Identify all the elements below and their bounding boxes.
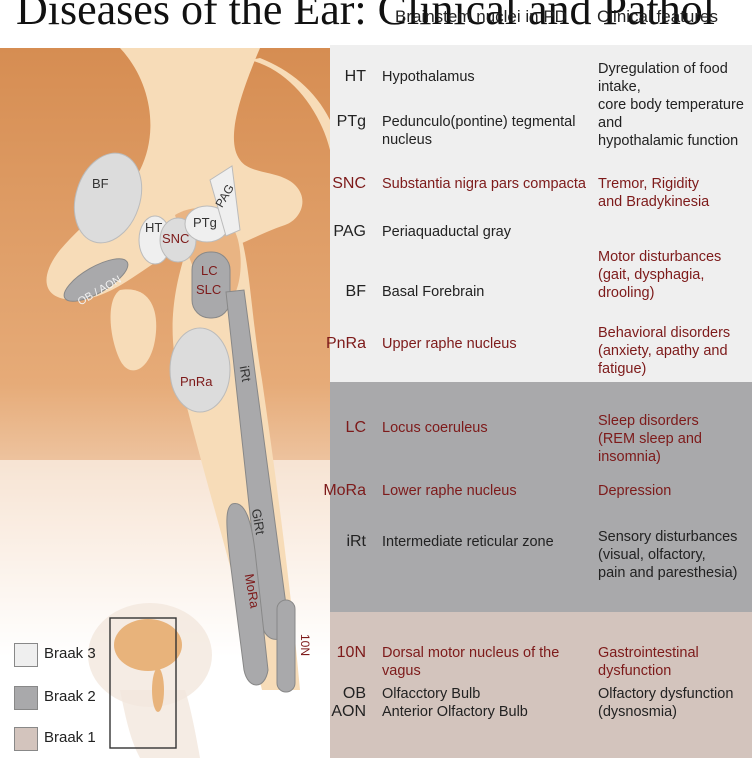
row-abbr: LC (322, 419, 366, 437)
row-abbr: PAG (322, 223, 366, 241)
row-name: Intermediate reticular zone (382, 533, 597, 551)
column-header-nuclei: Brainstem nuclei in PD (395, 7, 567, 27)
row-name: Olfacctory Bulb Anterior Olfactory Bulb (382, 685, 597, 721)
row-clinical: Dyregulation of food intake, core body t… (598, 60, 752, 150)
row-abbr: HT (322, 68, 366, 86)
legend-swatch-braak3 (14, 643, 38, 667)
row-clinical: Sensory disturbances (visual, olfactory,… (598, 528, 752, 582)
row-clinical: Behavioral disorders (anxiety, apathy an… (598, 324, 752, 378)
row-abbr: PTg (322, 113, 366, 131)
inset-brainstem (152, 668, 164, 712)
row-name: Substantia nigra pars compacta (382, 175, 597, 193)
row-clinical: Gastrointestinal dysfunction (598, 644, 752, 680)
pnra-label: PnRa (180, 374, 213, 389)
row-abbr: 10N (322, 644, 366, 662)
row-abbr: PnRa (322, 335, 366, 353)
row-name: Basal Forebrain (382, 283, 597, 301)
ht-label: HT (145, 220, 162, 235)
inset-brain (114, 619, 182, 671)
irt-label: iRt (237, 365, 255, 384)
slc-label: SLC (196, 282, 221, 297)
row-clinical: Olfactory dysfunction (dysnosmia) (598, 685, 752, 721)
ten-n-region (277, 600, 295, 692)
row-clinical: Depression (598, 482, 752, 500)
column-header-clinical: Clinical features (597, 7, 718, 27)
row-name: Locus coeruleus (382, 419, 597, 437)
legend-swatch-braak2 (14, 686, 38, 710)
ten-n-label: 10N (298, 634, 312, 656)
row-clinical: Motor disturbances (gait, dysphagia, dro… (598, 248, 752, 302)
row-abbr: BF (322, 283, 366, 301)
row-abbr: SNC (322, 175, 366, 193)
legend-label: Braak 1 (44, 729, 96, 746)
row-abbr: MoRa (322, 482, 366, 500)
snc-label: SNC (162, 231, 189, 246)
bf-label: BF (92, 176, 109, 191)
legend-swatch-braak1 (14, 727, 38, 751)
row-name: Upper raphe nucleus (382, 335, 597, 353)
ptg-label: PTg (193, 215, 217, 230)
legend-label: Braak 2 (44, 688, 96, 705)
row-clinical: Tremor, Rigidity and Bradykinesia (598, 175, 752, 211)
pnra-region (170, 328, 230, 412)
lc-label: LC (201, 263, 218, 278)
row-name: Hypothalamus (382, 68, 597, 86)
row-clinical: Sleep disorders (REM sleep and insomnia) (598, 412, 752, 466)
row-name: Pedunculo(pontine) tegmental nucleus (382, 113, 597, 149)
row-name: Periaquaductal gray (382, 223, 597, 241)
row-name: Dorsal motor nucleus of the vagus (382, 644, 597, 680)
legend-label: Braak 3 (44, 645, 96, 662)
row-abbr: OB AON (322, 685, 366, 721)
row-name: Lower raphe nucleus (382, 482, 597, 500)
row-abbr: iRt (322, 533, 366, 551)
